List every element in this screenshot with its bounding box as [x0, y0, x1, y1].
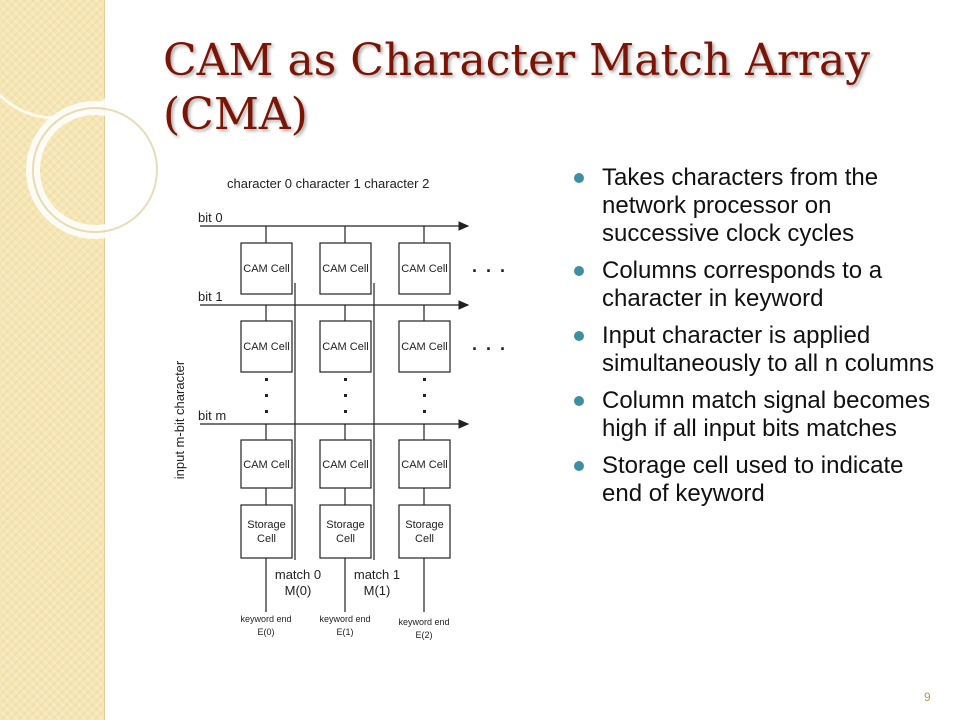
svg-text:M(1): M(1) [364, 583, 391, 598]
svg-text:keyword end: keyword end [398, 617, 449, 627]
ellipsis-right: . . . [472, 334, 507, 354]
match-label-1: match 1 M(1) [354, 567, 400, 598]
bullet-text: Storage cell used to indicate end of key… [602, 452, 904, 507]
svg-text:E(0): E(0) [257, 627, 274, 637]
bullet-dot-icon [574, 173, 584, 183]
svg-text:M(0): M(0) [285, 583, 312, 598]
cam-cell: CAM Cell [398, 439, 451, 489]
bullet-item: Takes characters from the network proces… [572, 164, 942, 248]
page-number: 9 [924, 690, 931, 704]
bullet-item: Input character is applied simultaneousl… [572, 322, 942, 378]
decorative-circles [0, 0, 164, 239]
cam-cell: CAM Cell [319, 242, 372, 295]
column-0: CAM Cell CAM Cell CAM Cell Storage Cell [240, 242, 293, 559]
column-1: CAM Cell CAM Cell CAM Cell Storage Cell [319, 242, 372, 559]
svg-text:E(2): E(2) [415, 630, 432, 640]
svg-text:CAM Cell: CAM Cell [243, 459, 289, 471]
storage-cell: Storage Cell [240, 504, 293, 559]
bullet-dot-icon [574, 266, 584, 276]
bit-line-0: bit 0 [198, 210, 470, 231]
bit-line-1: bit 1 [198, 289, 470, 310]
cam-cell: CAM Cell [398, 320, 451, 373]
svg-text:Cell: Cell [336, 533, 355, 545]
cam-cell: CAM Cell [319, 439, 372, 489]
bullet-item: Columns corresponds to a character in ke… [572, 257, 942, 313]
bullet-list: Takes characters from the network proces… [572, 164, 942, 517]
bullet-item: Column match signal becomes high if all … [572, 387, 942, 443]
column-2: CAM Cell CAM Cell CAM Cell Storage Cell [398, 242, 451, 559]
svg-text:CAM Cell: CAM Cell [322, 459, 368, 471]
vertical-ellipsis [265, 378, 426, 413]
svg-text:keyword end: keyword end [319, 614, 370, 624]
svg-text:Storage: Storage [326, 519, 365, 531]
cam-cell: CAM Cell [319, 320, 372, 373]
bullet-text: Columns corresponds to a character in ke… [602, 257, 883, 312]
cam-cell: CAM Cell [240, 320, 293, 373]
keyword-end-2: keyword end E(2) [398, 617, 449, 640]
bullet-text: Column match signal becomes high if all … [602, 387, 931, 442]
svg-text:CAM Cell: CAM Cell [322, 263, 368, 275]
vertical-wires [265, 226, 425, 612]
cam-cell: CAM Cell [240, 439, 293, 489]
keyword-end-1: keyword end E(1) [319, 614, 370, 637]
bullet-dot-icon [574, 461, 584, 471]
side-label: input m-bit character [172, 360, 187, 479]
bit-label: bit 0 [198, 210, 223, 225]
column-header: character 0 character 1 character 2 [227, 176, 429, 191]
svg-text:Cell: Cell [415, 533, 434, 545]
cam-cell: CAM Cell [240, 242, 293, 295]
bullet-item: Storage cell used to indicate end of key… [572, 452, 942, 508]
svg-text:CAM Cell: CAM Cell [401, 341, 447, 353]
bit-line-m: bit m [198, 408, 470, 429]
bullet-text: Takes characters from the network proces… [602, 164, 879, 247]
storage-cell: Storage Cell [319, 504, 372, 559]
svg-text:match 0: match 0 [275, 567, 321, 582]
svg-text:CAM Cell: CAM Cell [243, 263, 289, 275]
slide-title: CAM as Character Match Array (CMA) [163, 35, 871, 140]
ellipsis-right: . . . [472, 256, 507, 276]
bit-label: bit 1 [198, 289, 223, 304]
keyword-end-0: keyword end E(0) [240, 614, 291, 637]
svg-text:CAM Cell: CAM Cell [243, 341, 289, 353]
bullet-text: Input character is applied simultaneousl… [602, 322, 935, 377]
svg-text:CAM Cell: CAM Cell [401, 459, 447, 471]
svg-text:E(1): E(1) [336, 627, 353, 637]
svg-text:match 1: match 1 [354, 567, 400, 582]
storage-cell: Storage Cell [398, 504, 451, 559]
svg-text:CAM Cell: CAM Cell [401, 263, 447, 275]
bullet-dot-icon [574, 396, 584, 406]
svg-text:Storage: Storage [405, 519, 444, 531]
svg-text:Storage: Storage [247, 519, 286, 531]
bit-label: bit m [198, 408, 226, 423]
svg-text:CAM Cell: CAM Cell [322, 341, 368, 353]
cam-cell: CAM Cell [398, 242, 451, 295]
svg-text:keyword end: keyword end [240, 614, 291, 624]
bullet-dot-icon [574, 331, 584, 341]
svg-text:Cell: Cell [257, 533, 276, 545]
cma-diagram: character 0 character 1 character 2 inpu… [172, 176, 507, 640]
match-label-0: match 0 M(0) [275, 567, 321, 598]
